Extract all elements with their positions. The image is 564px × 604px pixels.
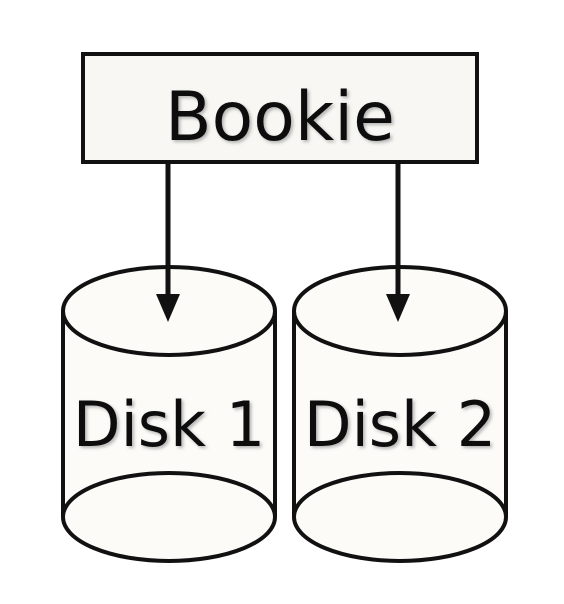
- disk-1-label: Disk 1: [73, 388, 265, 461]
- disk-2-body: [292, 311, 508, 563]
- disk-1-node: Disk 1: [61, 265, 277, 563]
- disk-2-node: Disk 2: [292, 265, 508, 563]
- arrowhead-disk-1: [156, 294, 180, 322]
- disk-2-label: Disk 2: [304, 388, 496, 461]
- bookie-label: Bookie: [165, 78, 395, 157]
- arrowhead-disk-2: [386, 294, 410, 322]
- disk-1-bottom-back: [61, 471, 277, 518]
- disk-2-bottom-back: [292, 471, 508, 518]
- edges: [156, 162, 410, 322]
- bookie-box: [81, 52, 479, 164]
- disk-1-body: [61, 311, 277, 563]
- bookie-node: Bookie: [81, 52, 479, 164]
